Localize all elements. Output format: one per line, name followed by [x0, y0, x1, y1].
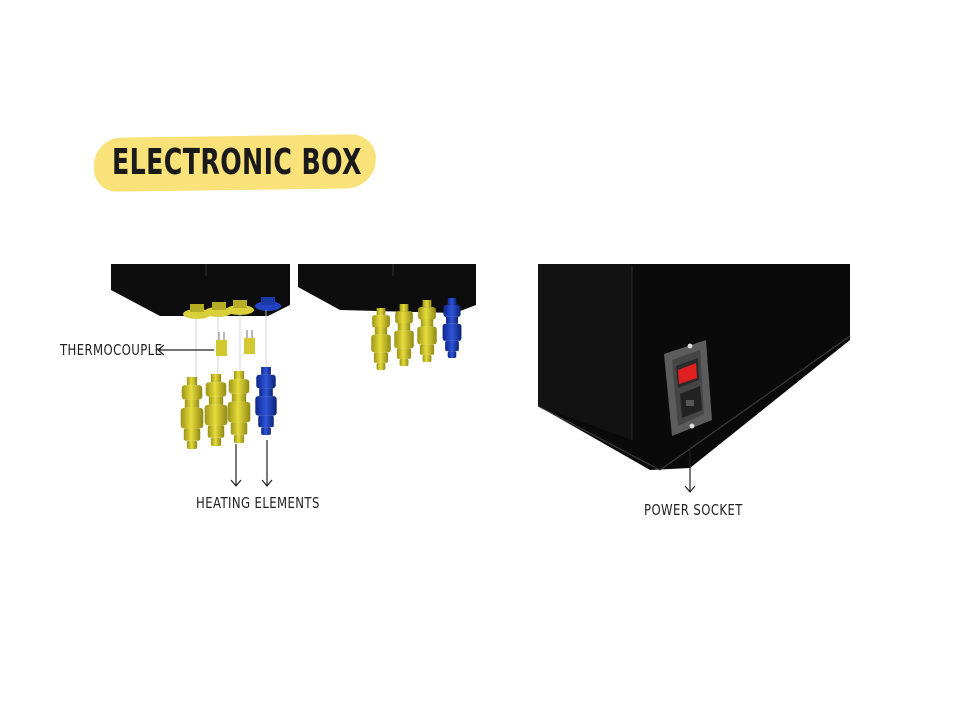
power-socket-label: POWER SOCKET	[644, 501, 743, 519]
box-bottom-assembled	[298, 264, 476, 370]
power-socket	[664, 340, 712, 436]
title-badge: ELECTRONIC BOX	[93, 134, 377, 192]
heating-elements-label: HEATING ELEMENTS	[196, 494, 320, 512]
heating-elements-exploded	[180, 367, 277, 449]
annotation-arrows	[157, 344, 696, 493]
thermocouple-parts	[216, 330, 255, 356]
thermocouple-label: THERMOCOUPLE	[60, 341, 163, 359]
electronic-box-power-side	[537, 264, 851, 471]
box-bottom-exploded	[111, 264, 290, 319]
